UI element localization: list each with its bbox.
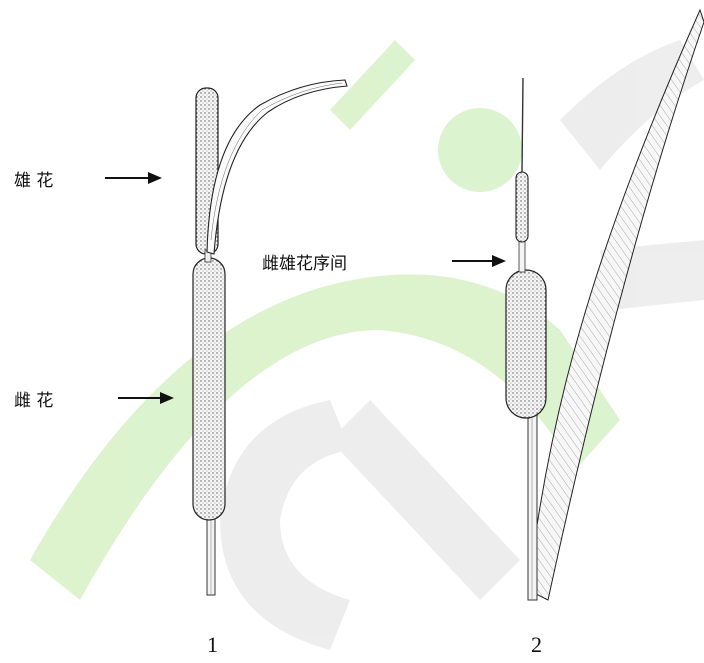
label-interval: 雌雄花序间 bbox=[262, 249, 347, 274]
female-spike-2 bbox=[506, 270, 546, 418]
bract-leaf-1 bbox=[207, 80, 347, 254]
stem-2 bbox=[528, 410, 537, 600]
figure-number-2: 2 bbox=[531, 632, 542, 658]
spike-tip-2 bbox=[522, 78, 523, 172]
figure-number-1: 1 bbox=[207, 632, 218, 658]
arrow-interval bbox=[452, 255, 506, 267]
male-spike-2 bbox=[516, 172, 528, 242]
arrow-male-flower bbox=[105, 172, 162, 184]
label-female-flower: 雌 花 bbox=[14, 386, 53, 411]
female-spike-1 bbox=[193, 258, 225, 520]
label-male-flower: 雄 花 bbox=[14, 166, 53, 191]
interval-stalk-2 bbox=[519, 240, 525, 272]
